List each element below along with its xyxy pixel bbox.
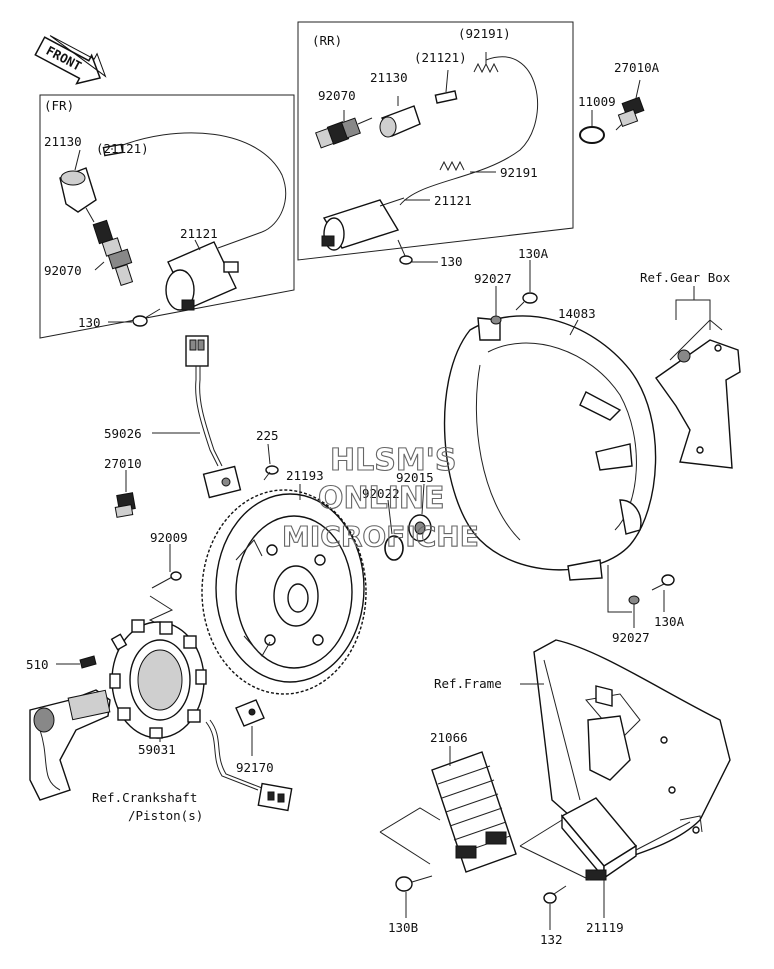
ref-piston-label: /Piston(s) <box>128 808 203 823</box>
key-510 <box>79 655 97 669</box>
part-510-label: 510 <box>26 657 49 672</box>
part-92009-label: 92009 <box>150 530 188 545</box>
harness-59026 <box>185 335 242 499</box>
part-225-label: 225 <box>256 428 279 443</box>
rr-21130-label: 21130 <box>370 70 408 85</box>
fr-21121-top-label: (21121) <box>96 141 149 156</box>
part-27010-label: 27010 <box>104 456 142 471</box>
rr-130-label: 130 <box>440 254 463 269</box>
switch-27010a <box>615 96 645 131</box>
screw-132 <box>543 885 567 904</box>
gear-box-bracket <box>655 299 741 469</box>
stator-59031 <box>109 619 293 812</box>
rr-92191-label: 92191 <box>500 165 538 180</box>
ecu-21119 <box>560 797 691 881</box>
fr-92070-label: 92070 <box>44 263 82 278</box>
rr-box <box>297 21 574 261</box>
rr-92070-label: 92070 <box>318 88 356 103</box>
fr-ignition-coil <box>165 231 263 311</box>
regulator-21066 <box>431 751 517 873</box>
part-21193-label: 21193 <box>286 468 324 483</box>
ref-frame-label: Ref.Frame <box>434 676 502 691</box>
part-14083-label: 14083 <box>558 306 596 321</box>
rr-bolt-130 <box>397 239 413 265</box>
part-92027-bottom-label: 92027 <box>612 630 650 645</box>
part-92022-label: 92022 <box>362 486 400 501</box>
fr-box <box>39 94 295 339</box>
bolt-130a-top <box>515 292 538 311</box>
rr-21121-label: 21121 <box>434 193 472 208</box>
o-ring-11009 <box>579 126 605 144</box>
fr-bolt-130 <box>132 308 161 327</box>
part-59031-label: 59031 <box>138 742 176 757</box>
nut-92015 <box>408 514 432 542</box>
fr-spark-plug <box>92 219 134 287</box>
part-59026-label: 59026 <box>104 426 142 441</box>
part-27010a-label: 27010A <box>614 60 660 75</box>
switch-27010 <box>114 492 136 518</box>
part-92170-label: 92170 <box>236 760 274 775</box>
fr-lead-end <box>102 143 124 157</box>
collar-92027-top <box>490 315 502 325</box>
rr-spring-mid <box>439 160 465 172</box>
fr-130-label: 130 <box>78 315 101 330</box>
part-130b-label: 130B <box>388 920 418 935</box>
watermark: HLSM'S ONLINE MICROFICHE <box>281 442 479 553</box>
clamp-92170 <box>235 699 265 727</box>
fr-plug-cap <box>59 167 97 223</box>
part-132-label: 132 <box>540 932 563 947</box>
rr-plug-cap <box>379 105 421 138</box>
flywheel-cover-14083 <box>443 315 657 581</box>
part-21119-label: 21119 <box>586 920 624 935</box>
flywheel-21193 <box>201 489 367 695</box>
part-11009-label: 11009 <box>578 94 616 109</box>
rr-spring-top <box>473 62 499 74</box>
rr-box-title: (RR) <box>312 33 342 48</box>
watermark-line-3: MICROFICHE <box>282 520 479 553</box>
bolt-130a-bottom <box>651 574 675 591</box>
rr-pin <box>434 90 458 104</box>
part-130a-bottom-label: 130A <box>654 614 685 629</box>
crankshaft-ref <box>29 689 111 801</box>
watermark-line-1: HLSM'S <box>330 443 456 478</box>
rr-92191-top-label: (92191) <box>458 26 511 41</box>
rr-ignition-coil <box>321 197 405 251</box>
washer-92022 <box>384 535 404 561</box>
front-arrow-icon: FRONT <box>34 35 107 85</box>
screw-92009 <box>151 571 182 589</box>
part-130a-top-label: 130A <box>518 246 549 261</box>
screw-225 <box>263 465 279 481</box>
part-92027-top-label: 92027 <box>474 271 512 286</box>
part-21066-label: 21066 <box>430 730 468 745</box>
fr-21121-label: 21121 <box>180 226 218 241</box>
ref-crankshaft-label: Ref.Crankshaft <box>92 790 197 805</box>
fr-21130-label: 21130 <box>44 134 82 149</box>
fr-box-title: (FR) <box>44 98 74 113</box>
bolt-130b <box>395 875 433 892</box>
watermark-line-2: ONLINE <box>318 481 445 516</box>
collar-92027-bottom <box>628 595 640 605</box>
ref-gear-box-label: Ref.Gear Box <box>640 270 731 285</box>
rr-21121-top-label: (21121) <box>414 50 467 65</box>
rr-spark-plug <box>315 117 373 149</box>
part-92015-label: 92015 <box>396 470 434 485</box>
